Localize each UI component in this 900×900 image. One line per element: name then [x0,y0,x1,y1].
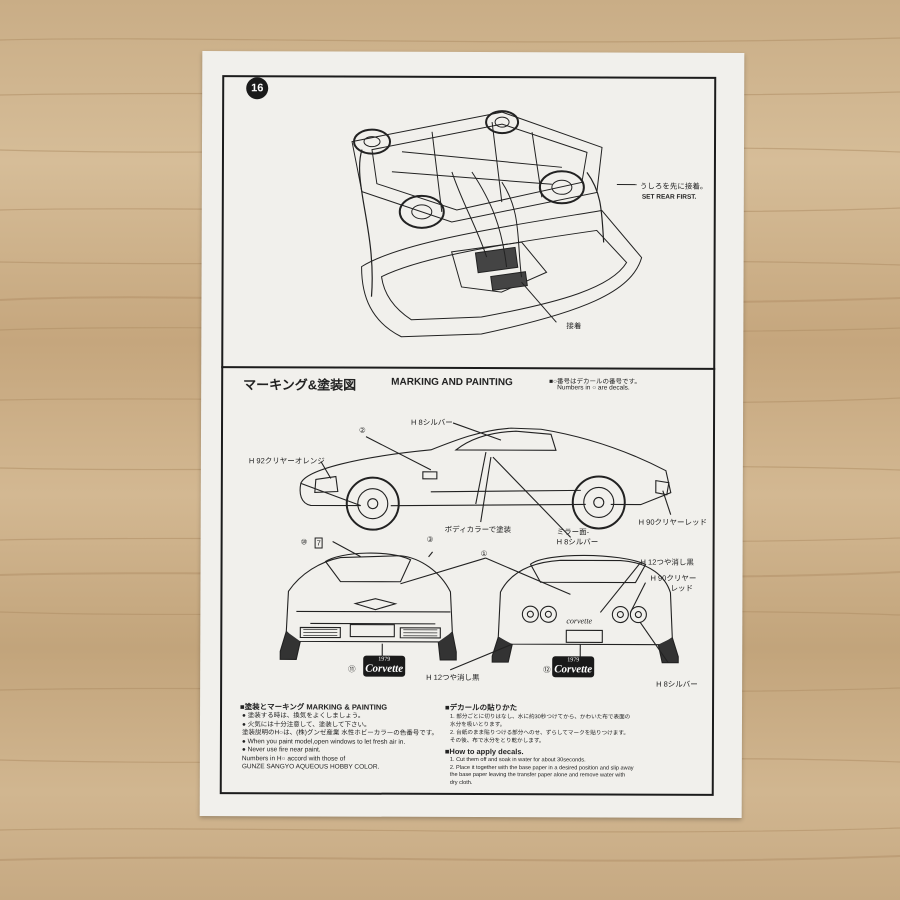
chassis-assembly-illustration [351,110,643,338]
clear-red-rear-callout-2: レッド [670,583,693,593]
car-painting-diagrams [279,422,679,671]
instruction-line: ● 塗装する時は、換気をよくしましょう。 [242,712,365,720]
painting-instructions-list: ● 塗装する時は、換気をよくしましょう。 ● 火気には十分注意して、塗装して下さ… [242,712,438,772]
decal-instructions-list: 1. 部分ごとに切りはなし、水に約30秒つけてから、かわいた布で表面の 水分を吸… [450,713,705,746]
clear-red-side-callout: H 90クリヤーレッド [638,517,708,527]
instruction-line: GUNZE SANGYO AQUEOUS HOBBY COLOR. [241,763,380,771]
badge-name: Corvette [365,662,404,675]
instruction-line: 塗装説明のH○は、(株)グンゼ産業 水性ホビーカラーの色番号です。 [241,729,439,737]
car-front-body [285,555,453,643]
corvette-badge-front: 1979 Corvette [363,655,406,677]
flat-black-callout-right: H 12つや消し黒 [640,557,694,567]
badge-name: Corvette [554,663,593,676]
decal-12-marker: ⑫ [543,665,551,675]
silver-callout-bottom: H 8シルバー [656,679,698,689]
instruction-line: the base paper leaving the transfer pape… [449,771,626,779]
instruction-line: dry cloth. [449,779,473,786]
decal-2-marker: ② [358,425,366,435]
clear-orange-callout: H 92クリヤーオレンジ [248,456,325,466]
instruction-sheet: 16 [199,51,745,818]
decal-3-marker: ③ [426,534,434,544]
apply-decals-title: ■How to apply decals. [444,746,524,757]
mirror-silver-callout: H 8シルバー [556,537,599,547]
body-color-callout: ボディカラーで塗装 [444,524,512,535]
rear-corvette-script: corvette [566,616,593,626]
instruction-line: その後、布で水分をとり乾かします。 [449,737,545,745]
flat-black-callout-bottom: H 12つや消し黒 [426,672,480,683]
silver-callout-top: H 8シルバー [411,417,453,427]
decal-1-marker: ① [480,549,488,559]
decal-10-marker: ⑩ [300,537,308,547]
decal-11-marker: ⑪ [348,664,356,674]
corvette-badge-rear: 1979 Corvette [552,656,595,678]
car-side-body [299,427,672,507]
instruction-line: ● Never use fire near paint. [241,746,321,754]
apply-decals-list: 1. Cut them off and soak in water for ab… [450,757,708,788]
painting-instructions-title: ■塗装とマーキング MARKING & PAINTING [240,702,388,712]
decal-7-marker: 7 [314,537,323,549]
car-rear-body [497,559,673,646]
decal-instructions-title: ■デカールの貼りかた [445,702,518,713]
